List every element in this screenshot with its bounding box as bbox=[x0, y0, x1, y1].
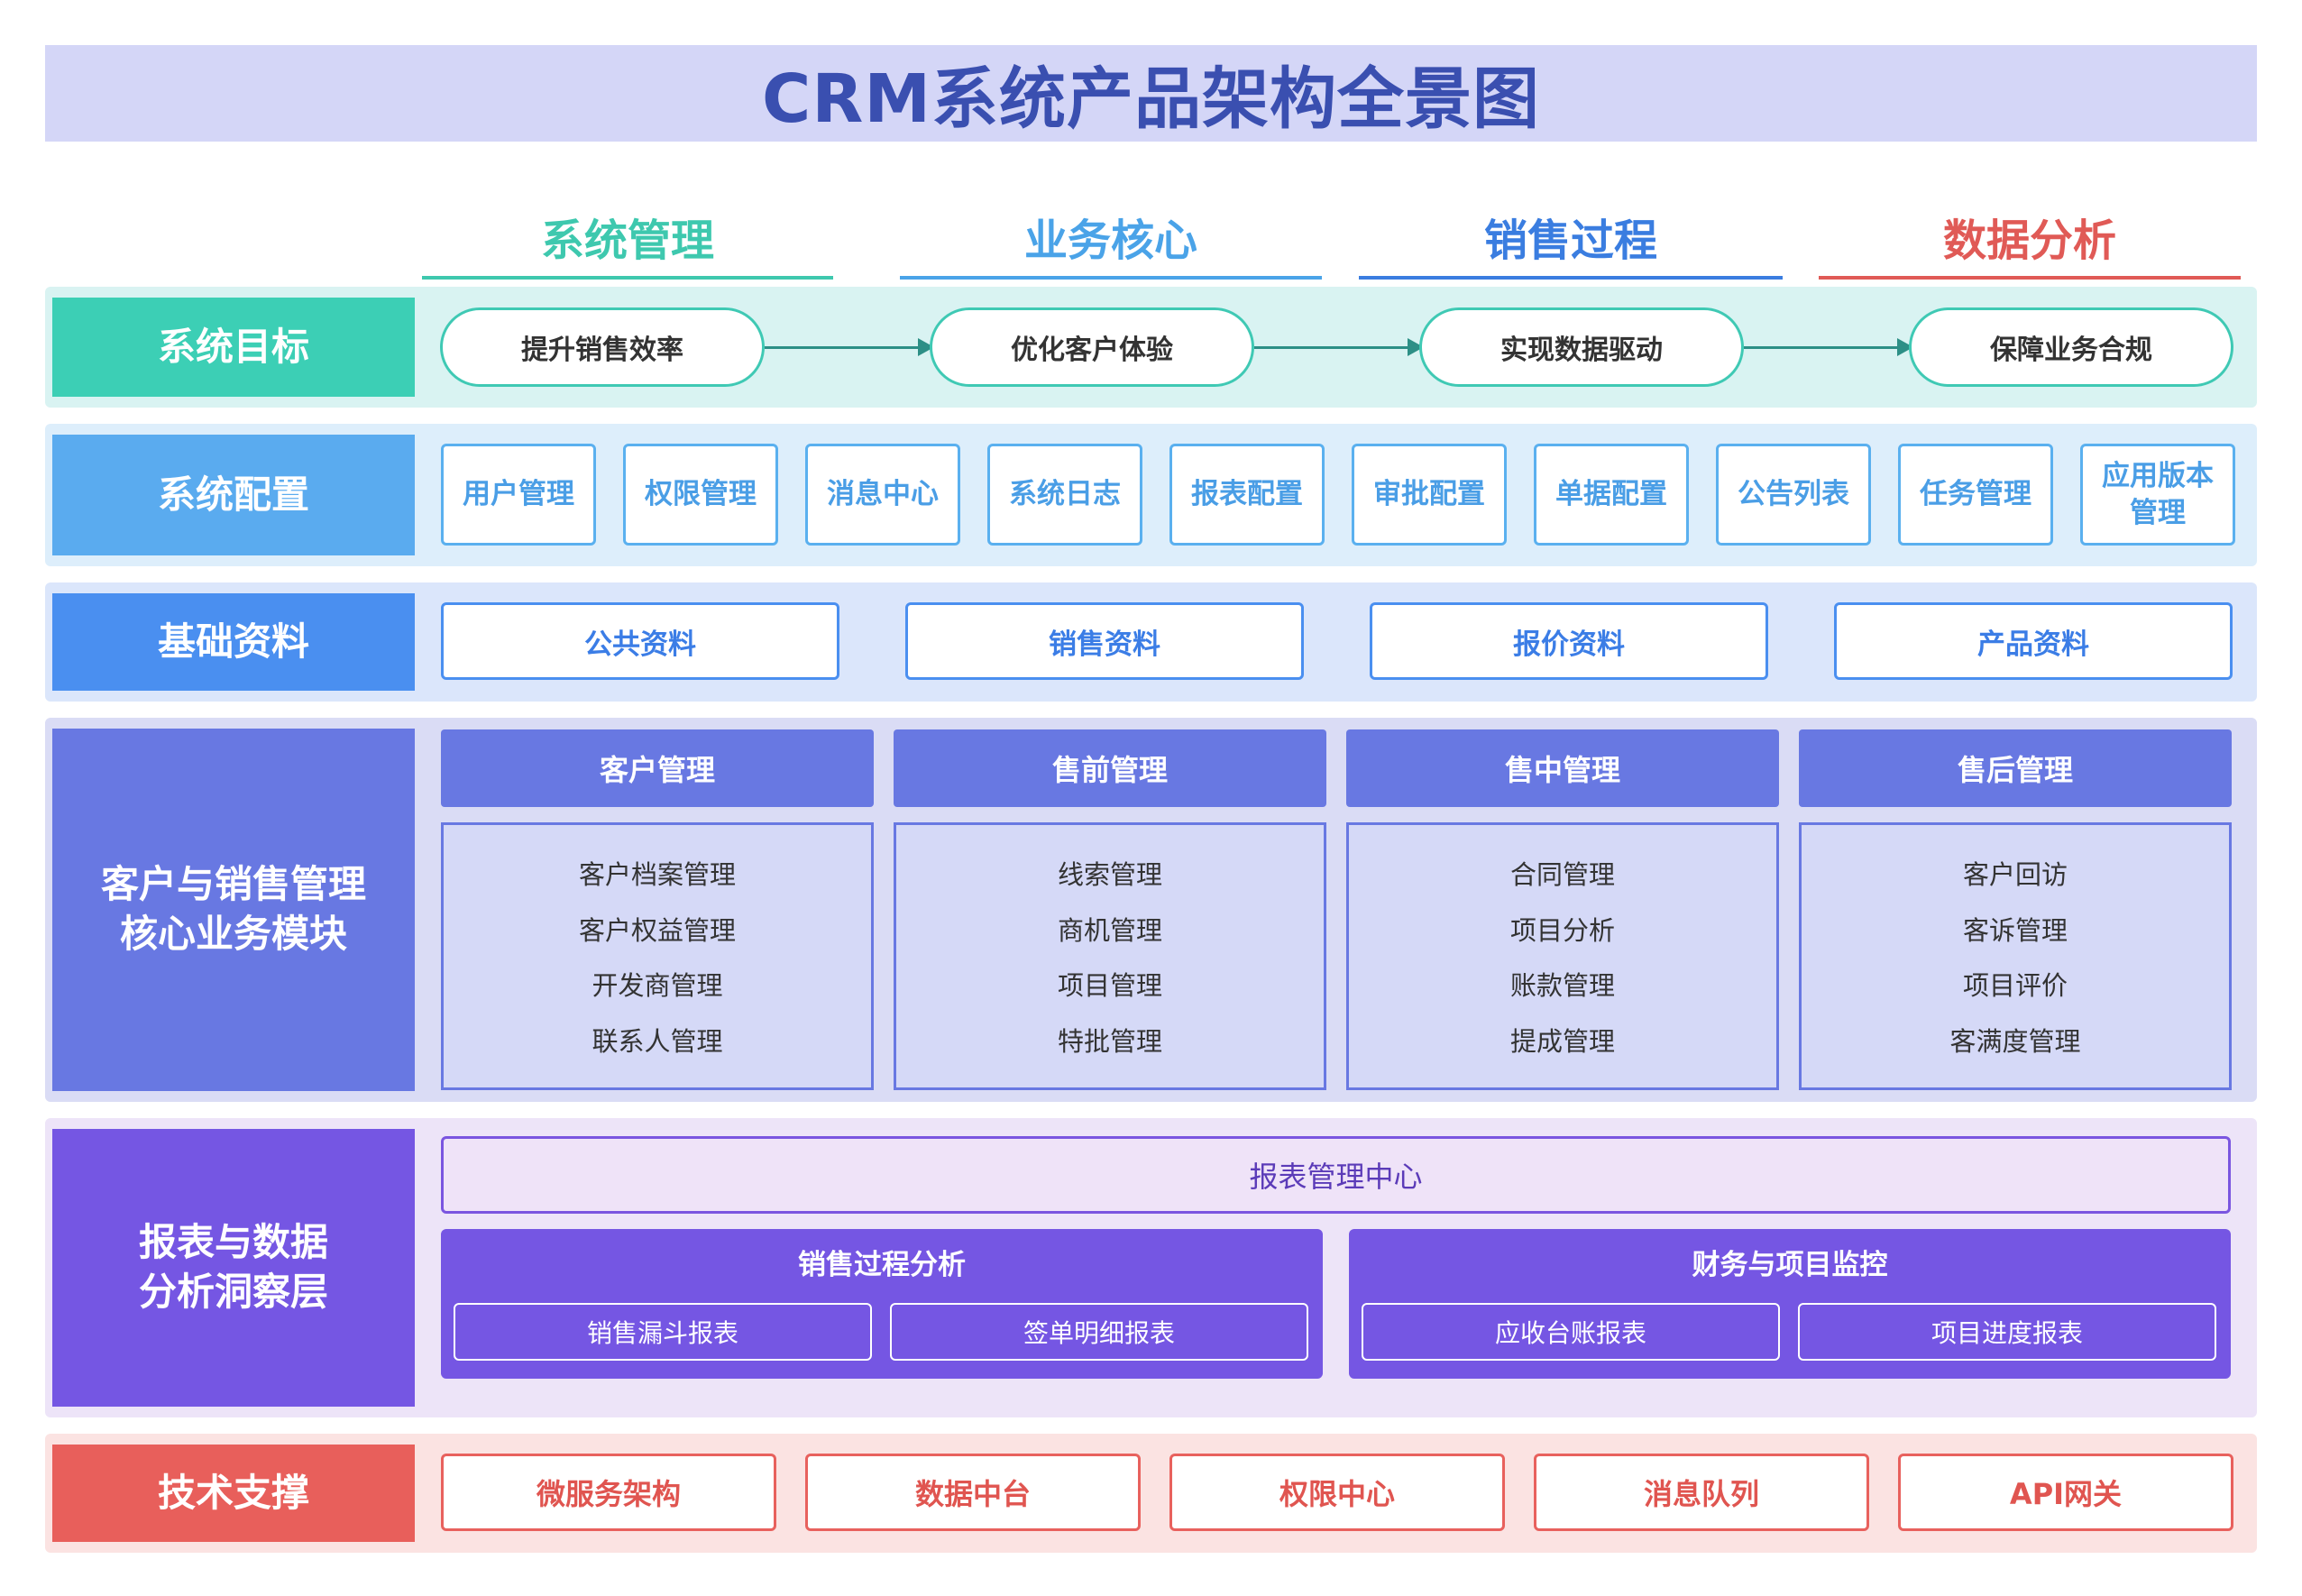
column-header-business: 业务核心 bbox=[900, 197, 1322, 280]
goal-item: 实现数据驱动 bbox=[1419, 307, 1744, 387]
tech-item: 权限中心 bbox=[1169, 1454, 1505, 1531]
list-item: 客户档案管理 bbox=[578, 858, 736, 890]
list-item: 客户权益管理 bbox=[578, 914, 736, 946]
tech-item: 消息队列 bbox=[1534, 1454, 1869, 1531]
page-title: CRM系统产品架构全景图 bbox=[762, 60, 1540, 138]
base-item: 产品资料 bbox=[1834, 602, 2233, 680]
config-item: 消息中心 bbox=[805, 444, 960, 546]
report-item: 项目进度报表 bbox=[1798, 1303, 2216, 1361]
list-item: 项目管理 bbox=[1057, 970, 1162, 1002]
report-item: 签单明细报表 bbox=[890, 1303, 1308, 1361]
config-item: 权限管理 bbox=[623, 444, 778, 546]
list-item: 开发商管理 bbox=[592, 970, 723, 1002]
goal-item: 优化客户体验 bbox=[930, 307, 1254, 387]
module-presale-title: 售前管理 bbox=[894, 729, 1326, 807]
report-item: 应收台账报表 bbox=[1362, 1303, 1780, 1361]
config-item: 应用版本管理 bbox=[2080, 444, 2235, 546]
tech-label: 技术支撑 bbox=[52, 1445, 415, 1542]
list-item: 客户回访 bbox=[1962, 858, 2068, 890]
list-item: 联系人管理 bbox=[592, 1026, 723, 1058]
list-item: 提成管理 bbox=[1509, 1026, 1615, 1058]
tech-item: 数据中台 bbox=[805, 1454, 1141, 1531]
module-insale-title: 售中管理 bbox=[1346, 729, 1779, 807]
base-item: 公共资料 bbox=[441, 602, 839, 680]
config-label: 系统配置 bbox=[52, 435, 415, 555]
config-item: 用户管理 bbox=[441, 444, 596, 546]
reports-label: 报表与数据 分析洞察层 bbox=[52, 1129, 415, 1407]
report-center: 报表管理中心 bbox=[441, 1136, 2231, 1214]
core-label-line2: 核心业务模块 bbox=[119, 912, 347, 956]
config-item: 公告列表 bbox=[1716, 444, 1871, 546]
report-group-title: 财务与项目监控 bbox=[1692, 1249, 1888, 1281]
module-presale-list: 线索管理 商机管理 项目管理 特批管理 bbox=[894, 822, 1326, 1090]
report-item: 销售漏斗报表 bbox=[454, 1303, 872, 1361]
reports-label-line1: 报表与数据 bbox=[138, 1220, 328, 1265]
config-item: 审批配置 bbox=[1352, 444, 1507, 546]
list-item: 客诉管理 bbox=[1962, 914, 2068, 946]
module-aftersale-title: 售后管理 bbox=[1799, 729, 2232, 807]
core-label: 客户与销售管理 核心业务模块 bbox=[52, 729, 415, 1091]
goals-label: 系统目标 bbox=[52, 298, 415, 397]
list-item: 特批管理 bbox=[1057, 1026, 1162, 1058]
reports-label-line2: 分析洞察层 bbox=[138, 1270, 328, 1314]
report-group-title: 销售过程分析 bbox=[798, 1249, 966, 1281]
base-item: 销售资料 bbox=[905, 602, 1304, 680]
list-item: 客满度管理 bbox=[1949, 1026, 2081, 1058]
column-header-sales: 销售过程 bbox=[1359, 197, 1783, 280]
column-header-system: 系统管理 bbox=[422, 197, 833, 280]
arrow-icon bbox=[765, 338, 934, 356]
tech-item: 微服务架构 bbox=[441, 1454, 776, 1531]
config-item: 系统日志 bbox=[987, 444, 1142, 546]
config-item: 单据配置 bbox=[1534, 444, 1689, 546]
module-insale-list: 合同管理 项目分析 账款管理 提成管理 bbox=[1346, 822, 1779, 1090]
title-bar: CRM系统产品架构全景图 bbox=[45, 45, 2257, 142]
tech-item: API网关 bbox=[1898, 1454, 2233, 1531]
list-item: 合同管理 bbox=[1509, 858, 1615, 890]
arrow-icon bbox=[1254, 338, 1424, 356]
core-label-line1: 客户与销售管理 bbox=[100, 862, 366, 907]
config-item: 任务管理 bbox=[1898, 444, 2053, 546]
module-aftersale-list: 客户回访 客诉管理 项目评价 客满度管理 bbox=[1799, 822, 2232, 1090]
module-customer-title: 客户管理 bbox=[441, 729, 874, 807]
base-item: 报价资料 bbox=[1370, 602, 1768, 680]
goal-item: 提升销售效率 bbox=[440, 307, 765, 387]
goal-item: 保障业务合规 bbox=[1909, 307, 2233, 387]
list-item: 商机管理 bbox=[1057, 914, 1162, 946]
list-item: 线索管理 bbox=[1057, 858, 1162, 890]
arrow-icon bbox=[1744, 338, 1913, 356]
config-item: 报表配置 bbox=[1169, 444, 1325, 546]
base-label: 基础资料 bbox=[52, 593, 415, 691]
list-item: 账款管理 bbox=[1509, 970, 1615, 1002]
report-group-finance: 财务与项目监控 应收台账报表 项目进度报表 bbox=[1349, 1229, 2231, 1379]
list-item: 项目分析 bbox=[1509, 914, 1615, 946]
column-header-analytics: 数据分析 bbox=[1819, 197, 2241, 280]
report-group-sales: 销售过程分析 销售漏斗报表 签单明细报表 bbox=[441, 1229, 1323, 1379]
list-item: 项目评价 bbox=[1962, 970, 2068, 1002]
module-customer-list: 客户档案管理 客户权益管理 开发商管理 联系人管理 bbox=[441, 822, 874, 1090]
